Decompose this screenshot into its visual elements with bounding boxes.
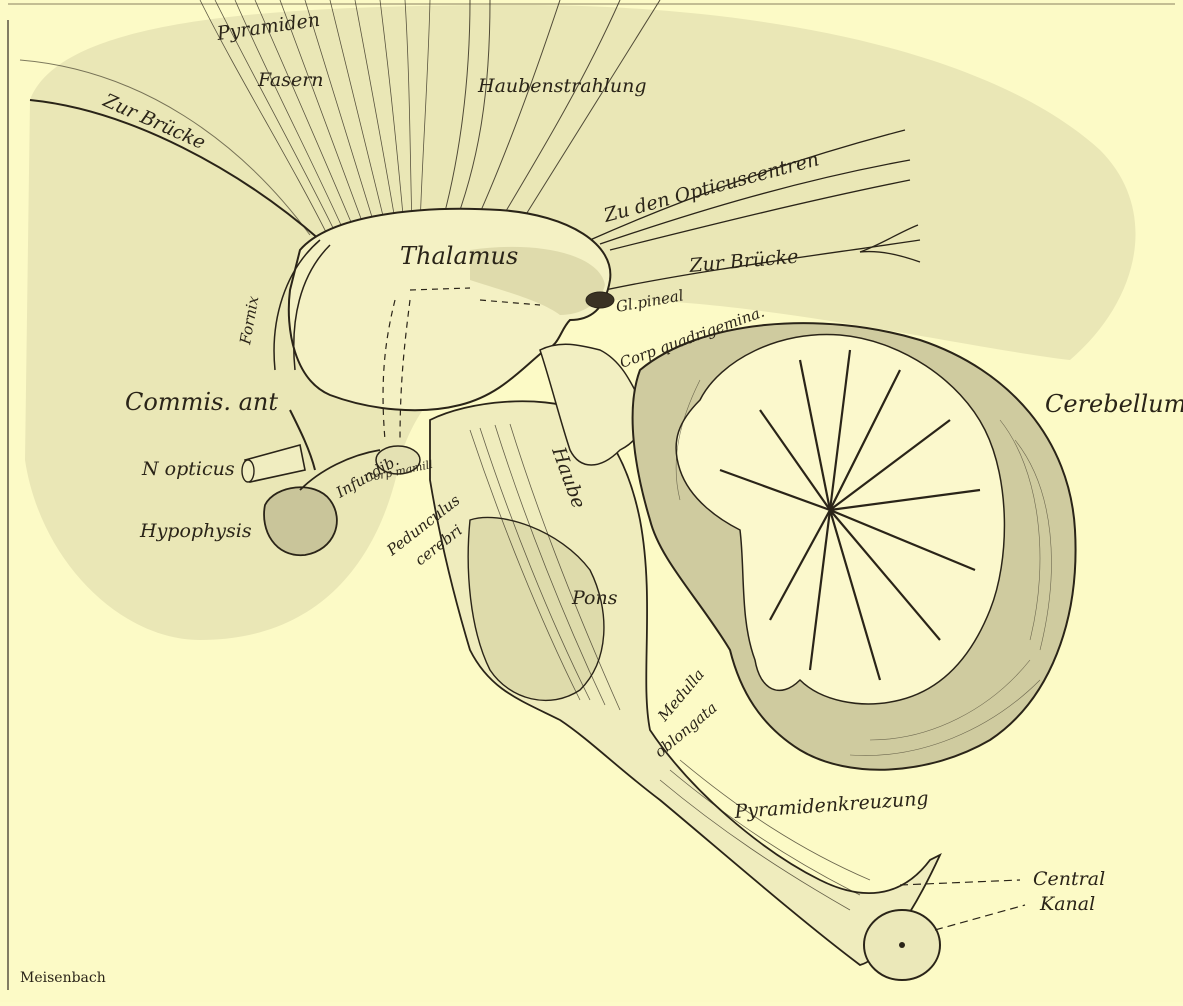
label-pyramidenkreuzung: Pyramidenkreuzung xyxy=(733,787,929,823)
arbor-vitae xyxy=(676,334,1004,703)
label-pons: Pons xyxy=(571,587,618,609)
optic-nerve-end xyxy=(242,460,254,482)
label-n-opticus: N opticus xyxy=(141,458,235,480)
label-thalamus: Thalamus xyxy=(400,242,518,270)
label-haubenstrahlung: Haubenstrahlung xyxy=(477,75,647,97)
label-commis-ant: Commis. ant xyxy=(125,388,278,416)
gl-pineal xyxy=(586,292,614,308)
label-fasern: Fasern xyxy=(257,69,324,91)
hypophysis-shape xyxy=(264,487,337,555)
label-central: Central xyxy=(1033,868,1105,890)
label-hypophysis: Hypophysis xyxy=(139,520,252,542)
label-cerebellum: Cerebellum xyxy=(1045,390,1183,418)
signature-meisenbach: Meisenbach xyxy=(20,970,106,986)
label-kanal: Kanal xyxy=(1039,893,1095,915)
